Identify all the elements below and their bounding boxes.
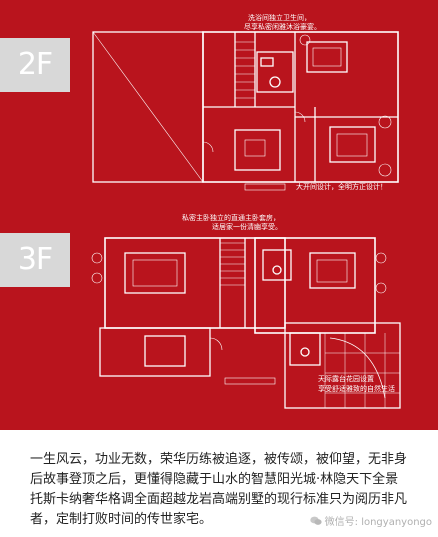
wechat-icon xyxy=(309,516,322,526)
note-3f-terrace-2: 享受舒适雅致的自然生活 xyxy=(318,385,395,393)
floor-plan-3f xyxy=(85,228,405,418)
note-2f-bath-2: 尽享私密闲雅沐浴豪宴。 xyxy=(244,23,321,31)
note-2f-layout: 大开间设计，全明方正设计！ xyxy=(296,183,387,191)
floor-tag-2f: 2F xyxy=(0,38,70,92)
wechat-watermark: 微信号: longyanyongo xyxy=(309,513,432,528)
note-2f-bath-1: 洗浴间独立卫生间， xyxy=(248,14,311,22)
caption-text: 一生风云，功业无数，荣华历练被追逐，被传颂，被仰望，无非身后故事登顶之后，更懂得… xyxy=(30,452,408,527)
wechat-id: 微信号: longyanyongo xyxy=(324,517,432,528)
note-3f-master-1: 私密主卧独立的直通主卧套房， xyxy=(182,214,280,222)
caption-area: 一生风云，功业无数，荣华历练被追逐，被传颂，被仰望，无非身后故事登顶之后，更懂得… xyxy=(0,430,438,537)
floor-tag-3f: 3F xyxy=(0,233,70,287)
note-3f-master-2: 适居家一份清幽享受。 xyxy=(212,223,282,231)
floor-plan-panel: 2F xyxy=(0,0,438,430)
floor-plan-2f xyxy=(85,12,405,192)
note-3f-terrace-1: 天际露台花园设置 xyxy=(318,375,374,383)
